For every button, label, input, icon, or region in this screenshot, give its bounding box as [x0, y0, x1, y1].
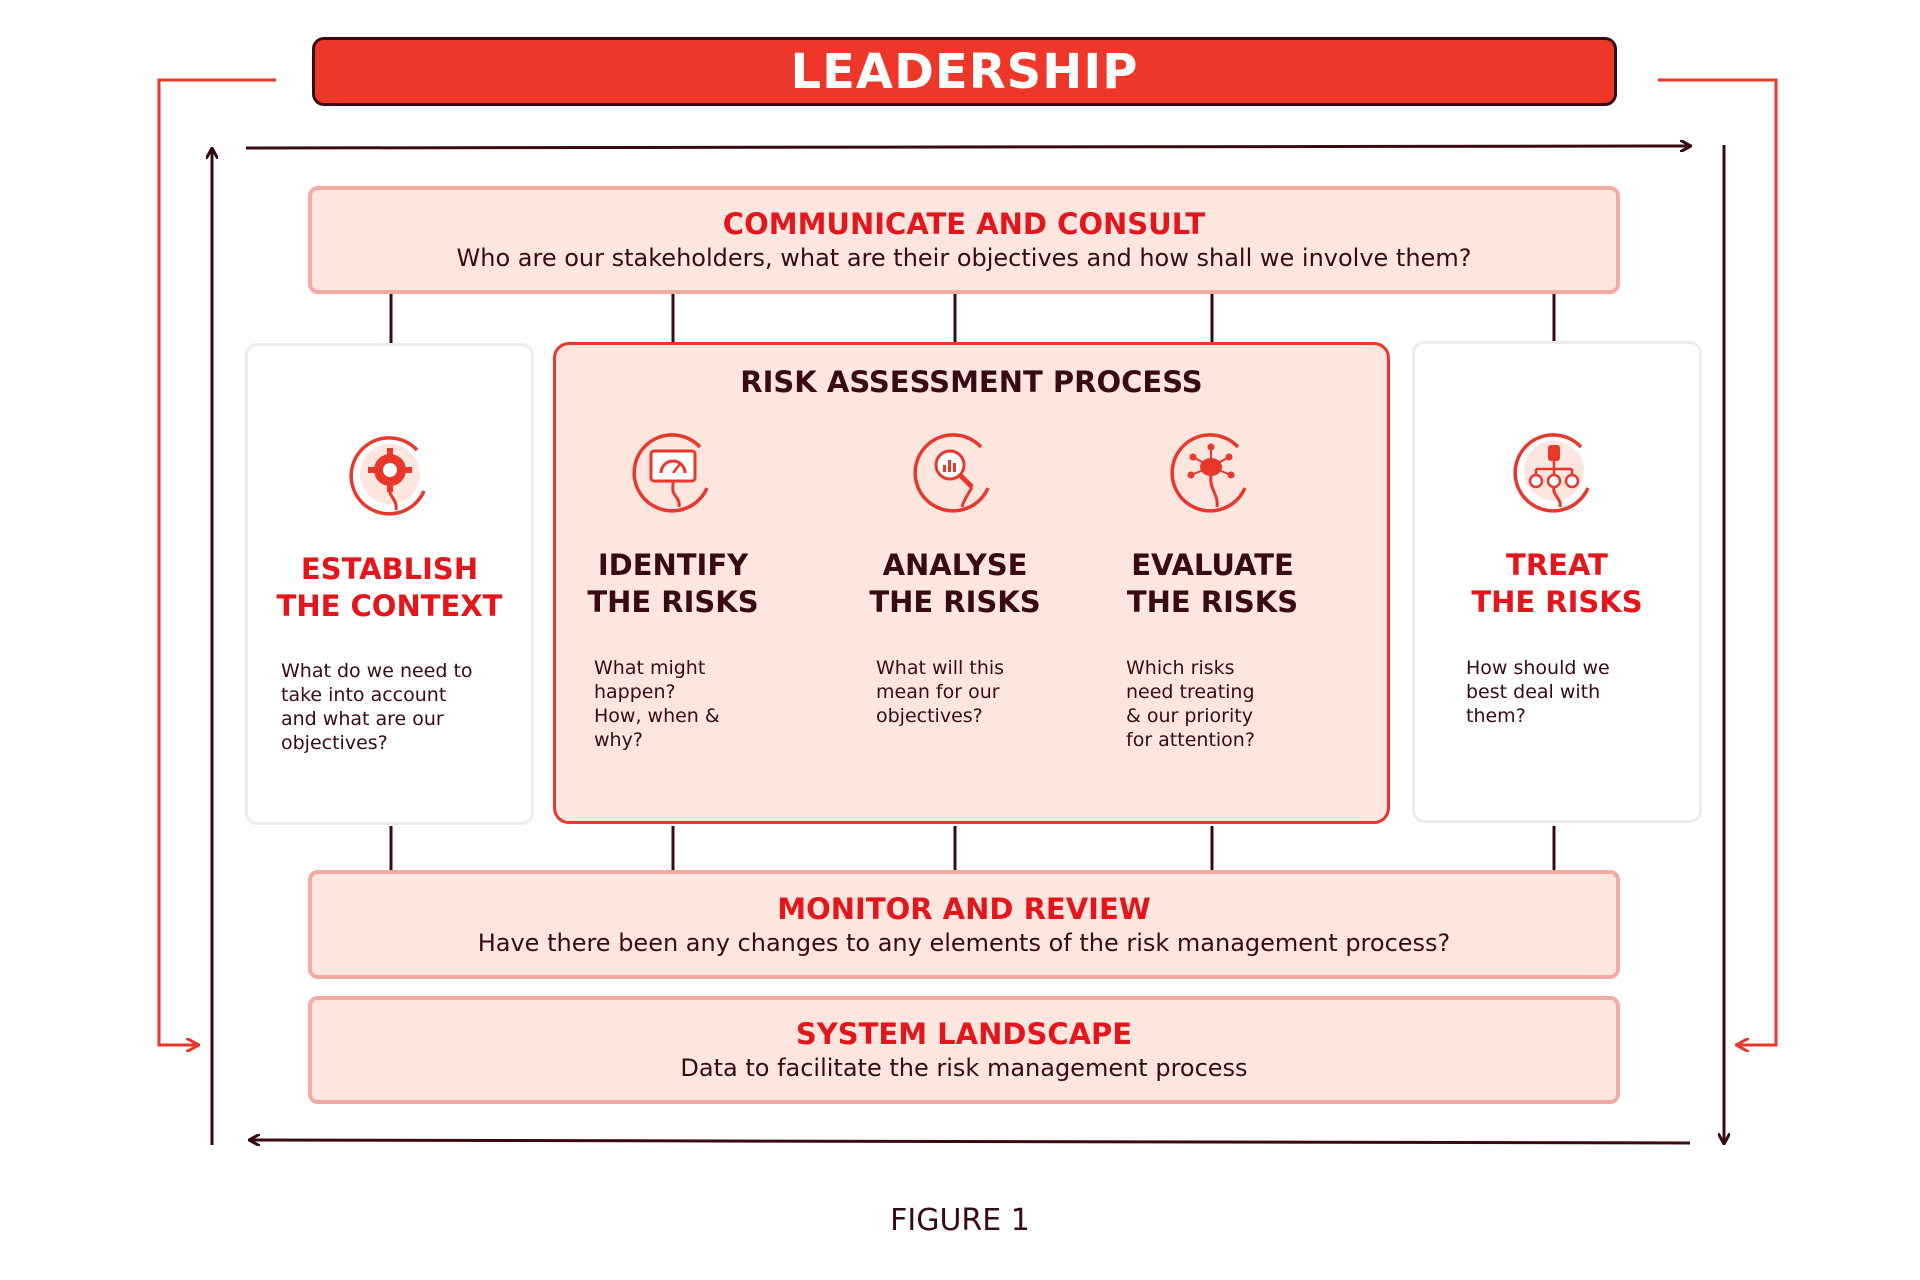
monitor-review-band: MONITOR AND REVIEW Have there been any c…	[308, 870, 1620, 979]
gear-icon	[342, 426, 438, 522]
figure-caption: FIGURE 1	[890, 1203, 1030, 1238]
identify-description: What might happen? How, when & why?	[594, 657, 720, 751]
communicate-title: COMMUNICATE AND CONSULT	[722, 207, 1206, 241]
vertical-connectors	[389, 293, 1556, 870]
treat-risks-card	[1412, 341, 1702, 823]
org-chart-icon	[1506, 423, 1602, 519]
monitor-title: MONITOR AND REVIEW	[777, 891, 1151, 926]
treat-description: How should we best deal with them?	[1466, 657, 1610, 727]
establish-context-card	[245, 343, 534, 825]
risk-assessment-title: RISK ASSESSMENT PROCESS	[740, 365, 1203, 399]
system-landscape-band: SYSTEM LANDSCAPE Data to facilitate the …	[308, 996, 1620, 1104]
brain-network-icon	[1163, 423, 1259, 519]
treat-title: TREAT THE RISKS	[1471, 548, 1643, 619]
risk-assessment-process-box	[553, 342, 1390, 824]
leadership-banner: LEADERSHIP	[312, 37, 1617, 106]
evaluate-title: EVALUATE THE RISKS	[1126, 548, 1299, 619]
establish-title: ESTABLISH THE CONTEXT	[276, 552, 503, 623]
leadership-label: LEADERSHIP	[790, 43, 1139, 100]
evaluate-description: Which risks need treating & our priority…	[1126, 657, 1255, 751]
establish-description: What do we need to take into account and…	[281, 660, 473, 754]
communicate-consult-band: COMMUNICATE AND CONSULT Who are our stak…	[308, 186, 1620, 294]
identify-title: IDENTIFY THE RISKS	[587, 548, 759, 619]
system-title: SYSTEM LANDSCAPE	[795, 1017, 1133, 1051]
analyse-title: ANALYSE THE RISKS	[869, 548, 1041, 619]
monitor-gauge-icon	[625, 423, 721, 519]
analyse-description: What will this mean for our objectives?	[876, 657, 1005, 727]
communicate-subtitle: Who are our stakeholders, what are their…	[456, 244, 1472, 272]
magnifier-chart-icon	[906, 423, 1002, 519]
monitor-subtitle: Have there been any changes to any eleme…	[477, 928, 1451, 957]
system-subtitle: Data to facilitate the risk management p…	[680, 1054, 1248, 1082]
leadership-red-loop	[157, 78, 1778, 1045]
process-dark-loop	[212, 145, 1724, 1145]
